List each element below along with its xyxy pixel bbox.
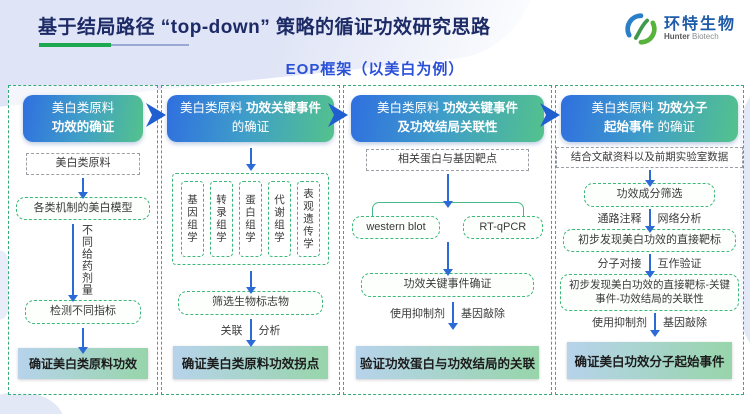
slide-title: 基于结局路径 “top-down” 策略的循证功效研究思路 (38, 17, 491, 38)
bg-decor-right-blob (740, 70, 750, 370)
arrow-label-right: 互作验证 (657, 258, 702, 271)
title-underline (39, 43, 189, 47)
column-4-result-box: 确证美白功效分子起始事件 (567, 342, 732, 379)
model-box: 各类机制的美白模型 (16, 196, 150, 221)
title-underline-green (39, 43, 111, 47)
arrow-label-right: 网络分析 (657, 212, 702, 225)
rt-qpcr-box: RT-qPCR (462, 215, 543, 240)
down-arrow (67, 224, 78, 303)
down-arrow (245, 318, 256, 347)
logo-swirl-icon (624, 12, 658, 46)
column-3-header: 美白类原料 功效关键事件 及功效结局关联性 (351, 95, 544, 142)
logo-name-cn: 环特生物 (663, 15, 736, 33)
column-3-result-box: 验证功效蛋白与功效结局的关联 (356, 346, 539, 379)
omics-box-epigenetics: 表观遗传学 (297, 180, 320, 257)
key-event-confirm-box: 功效关键事件确证 (360, 273, 535, 297)
protein-gene-target-box: 相关蛋白与基因靶点 (365, 148, 530, 171)
down-arrow (644, 254, 655, 279)
arrow-label-right: 基因敲除 (461, 308, 505, 320)
logo-name-en: Hunter Biotech (663, 32, 719, 42)
arrow-label-right: 分析 (258, 324, 281, 337)
column-2-result-box: 确证美白类原料功效拐点 (172, 346, 329, 379)
down-arrow (644, 208, 655, 233)
dose-arrow: 不同给药剂量 (67, 224, 95, 303)
omics-group-box: 基因组学 转录组学 蛋白组学 代谢组学 表观遗传学 (172, 172, 329, 265)
docking-interaction-arrow: 分子对接 互作验证 (597, 254, 702, 279)
arrow-label-left: 使用抑制剂 (390, 308, 445, 320)
method-row: western blot RT-qPCR (348, 215, 547, 240)
ingredient-screen-box: 功效成分筛选 (584, 182, 715, 207)
inhibitor-knockout-arrow: 使用抑制剂 基因敲除 (390, 302, 505, 330)
down-arrow (245, 147, 256, 171)
omics-box-genomics: 基因组学 (181, 180, 204, 257)
down-arrow (644, 169, 655, 187)
arrow-label-left: 关联 (220, 324, 243, 337)
title-underline-thin (111, 44, 189, 46)
arrow-label-right: 基因敲除 (663, 316, 707, 329)
down-arrow (448, 302, 458, 330)
omics-box-transcriptomics: 转录组学 (210, 180, 233, 257)
column-4-panel: 美白类原料 功效分子 起始事件 的确证 结合文献资料以及前期实验室数据 功效成分… (555, 85, 744, 395)
column-2-header: 美白类原料 功效关键事件 的确证 (167, 95, 334, 142)
raw-material-box: 美白类原料 (25, 152, 141, 175)
slide-subtitle: EOP框架（以美白为例） (285, 61, 465, 78)
literature-data-box: 结合文献资料以及前期实验室数据 (555, 146, 744, 168)
down-arrow (78, 177, 88, 199)
column-1-panel: 美白类原料 功效的确证 美白类原料 各类机制的美白模型 不同给药剂量 检测不同指… (8, 85, 158, 395)
down-arrow (78, 328, 88, 354)
column-4-header: 美白类原料 功效分子 起始事件 的确证 (561, 95, 738, 142)
column-3-panel: 美白类原料 功效关键事件 及功效结局关联性 相关蛋白与基因靶点 western … (343, 85, 552, 395)
detect-box: 检测不同指标 (25, 300, 141, 324)
western-blot-box: western blot (352, 215, 440, 240)
down-arrow (442, 242, 453, 277)
column-1-result-box: 确证美白类原料功效 (17, 348, 149, 379)
arrow-label-left: 分子对接 (597, 258, 642, 271)
arrow-label-left: 通路注释 (597, 212, 642, 225)
target-association-box: 初步发现美白功效的直接靶标-关键事件-功效结局的关联性 (559, 274, 740, 311)
inhibitor-knockout-arrow: 使用抑制剂 基因敲除 (592, 312, 707, 337)
column-2-panel: 美白类原料 功效关键事件 的确证 基因组学 转录组学 蛋白组学 代谢组学 表观遗… (161, 85, 340, 395)
down-arrow (650, 312, 660, 337)
bg-decor-bottom-left-blob (0, 392, 64, 414)
correlation-analysis-arrow: 关联 分析 (220, 318, 281, 347)
dose-arrow-label: 不同给药剂量 (80, 224, 93, 297)
biomarker-screen-box: 筛选生物标志物 (177, 290, 324, 315)
down-arrow (442, 173, 453, 208)
pathway-network-arrow: 通路注释 网络分析 (597, 208, 702, 233)
column-1-header: 美白类原料 功效的确证 (23, 95, 143, 142)
arrow-label-left: 使用抑制剂 (592, 316, 647, 329)
company-logo: 环特生物 Hunter Biotech (624, 12, 736, 46)
down-arrow (245, 270, 256, 294)
omics-box-proteomics: 蛋白组学 (239, 180, 262, 257)
omics-box-metabolomics: 代谢组学 (268, 180, 291, 257)
bg-decor-left-blob (0, 250, 8, 320)
